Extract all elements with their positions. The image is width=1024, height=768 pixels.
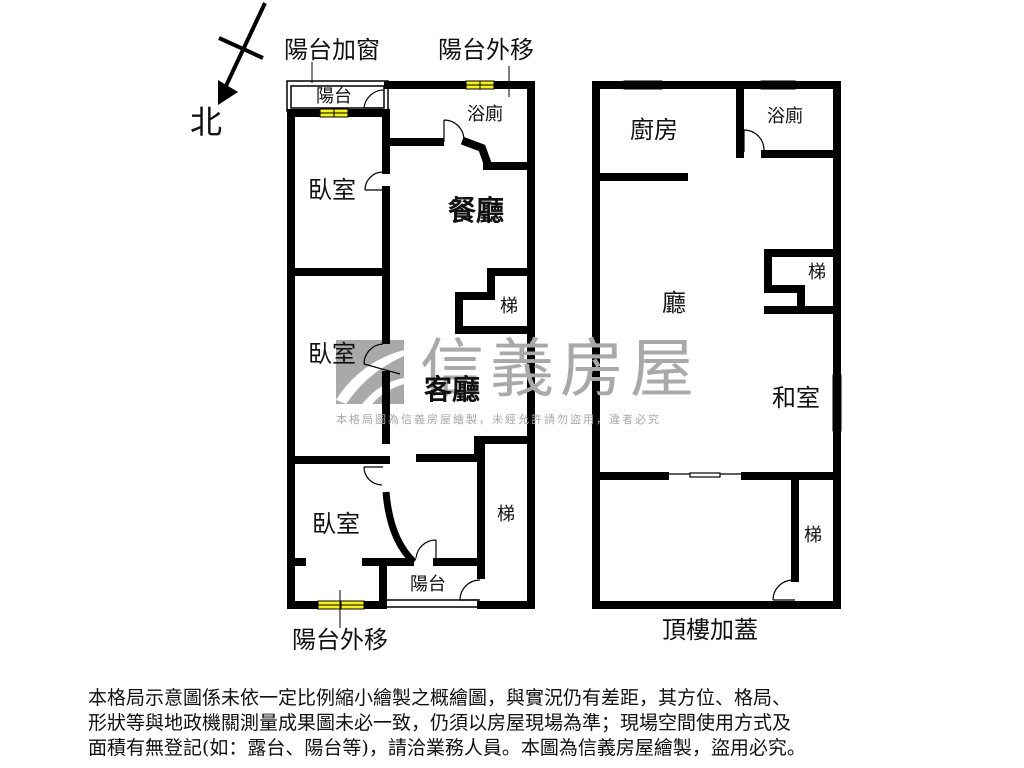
north-label: 北 xyxy=(190,103,223,141)
room-living: 客廳 xyxy=(424,373,481,406)
balcony-outlines xyxy=(286,80,479,608)
disclaimer: 本格局示意圖係未依一定比例縮小繪製之概繪圖，與實況仍有差距，其方位、格局、 形狀… xyxy=(88,686,948,761)
room-dining: 餐廳 xyxy=(448,194,505,227)
callout-leaders xyxy=(311,62,510,628)
room-stairs-left-upper: 梯 xyxy=(500,296,518,317)
callout-balcony-moved-top: 陽台外移 xyxy=(438,36,534,64)
room-balcony-top: 陽台 xyxy=(316,86,352,107)
disclaimer-line: 本格局示意圖係未依一定比例縮小繪製之概繪圖，與實況仍有差距，其方位、格局、 xyxy=(88,687,792,709)
room-bath-right: 浴廁 xyxy=(767,106,803,127)
door-swings-right xyxy=(668,129,795,601)
room-balcony-bottom: 陽台 xyxy=(410,574,446,595)
room-bedroom-1: 臥室 xyxy=(308,176,356,204)
room-stairs-left-lower: 梯 xyxy=(497,504,515,525)
room-bedroom-3: 臥室 xyxy=(312,510,360,538)
callout-balcony-window: 陽台加窗 xyxy=(284,36,380,64)
watermark-brand: 信義房屋 xyxy=(420,333,700,407)
right-plan-walls xyxy=(592,81,841,609)
disclaimer-line: 形狀等與地政機關測量成果圖未必一致，仍須以房屋現場為準；現場空間使用方式及 xyxy=(88,712,792,734)
room-stairs-right-upper: 梯 xyxy=(808,262,826,283)
room-bedroom-2: 臥室 xyxy=(308,340,356,368)
room-tatami: 和室 xyxy=(772,384,820,412)
room-kitchen: 廚房 xyxy=(630,116,678,144)
north-arrow-icon xyxy=(218,2,267,105)
room-stairs-right-lower: 梯 xyxy=(804,525,822,546)
watermark-notice: 本格局圖為信義房屋繪製，未經允許請勿盜用，違者必究 xyxy=(336,413,661,426)
room-hall: 廳 xyxy=(662,289,686,317)
callout-balcony-moved-bottom: 陽台外移 xyxy=(292,626,388,654)
disclaimer-line: 面積有無登記(如：露台、陽台等)，請洽業務人員。本圖為信義房屋繪製，盜用必究。 xyxy=(88,737,806,759)
room-bath-left: 浴廁 xyxy=(467,104,503,125)
right-plan-title: 頂樓加蓋 xyxy=(662,616,758,644)
door-swings-left xyxy=(363,89,481,601)
curved-wall xyxy=(382,491,417,565)
